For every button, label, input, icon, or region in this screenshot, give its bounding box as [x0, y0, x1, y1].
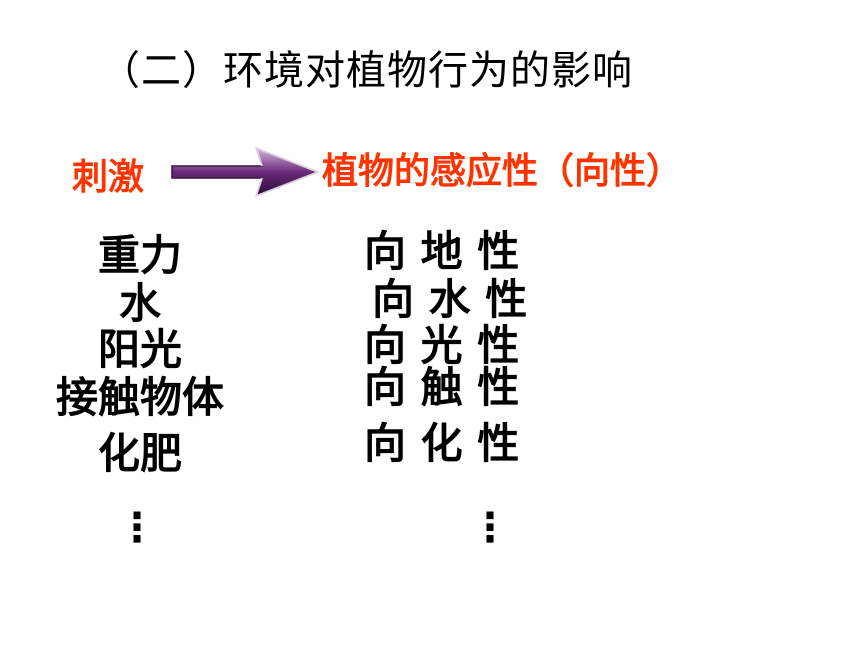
response-heading: 植物的感应性（向性） — [322, 151, 683, 192]
stimulus-item: 接触物体 — [55, 373, 224, 422]
arrow-right-icon — [171, 146, 320, 198]
tropism-item: 向 光 性 — [364, 321, 520, 370]
stimulus-heading: 刺激 — [72, 157, 145, 198]
tropism-item: 向 地 性 — [364, 227, 520, 276]
tropism-item: 向 化 性 — [364, 419, 520, 468]
stimulus-item: 阳光 — [97, 325, 182, 374]
ellipsis-right: ⋮ — [470, 505, 510, 551]
ellipsis-left: ⋮ — [117, 505, 157, 551]
stimulus-item: 水 — [118, 279, 161, 328]
slide-title: （二）环境对植物行为的影响 — [100, 48, 633, 94]
tropism-item: 向 触 性 — [364, 363, 520, 412]
tropism-item: 向 水 性 — [372, 275, 528, 324]
stimulus-item: 重力 — [97, 231, 182, 280]
stimulus-item: 化肥 — [97, 429, 182, 478]
